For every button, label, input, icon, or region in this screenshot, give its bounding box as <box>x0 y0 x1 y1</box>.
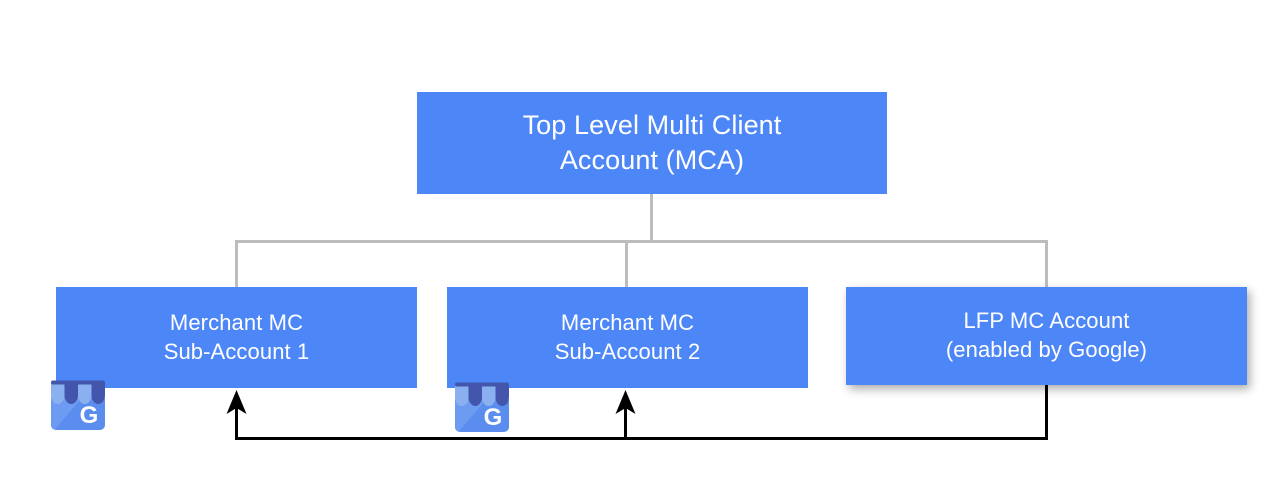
gmb-awning <box>455 382 509 406</box>
node-lfp-mc-account[interactable]: LFP MC Account (enabled by Google) <box>846 287 1247 385</box>
feedback-arrow-group <box>235 385 1048 440</box>
gmb-g-glyph: G <box>80 402 99 429</box>
svg-text:G: G <box>484 404 503 431</box>
node-lfp-mc-account-label: LFP MC Account (enabled by Google) <box>945 308 1148 362</box>
node-merchant-mc-sub-account-1[interactable]: Merchant MC Sub-Account 1 <box>56 287 417 388</box>
gmb-g-glyph: G <box>484 404 503 431</box>
google-my-business-storefront-icon: G <box>455 382 509 432</box>
node-merchant-mc-sub-account-2[interactable]: Merchant MC Sub-Account 2 <box>447 287 808 388</box>
node-top-level-mca[interactable]: Top Level Multi Client Account (MCA) <box>417 92 887 194</box>
arrowhead-to-sub2-icon <box>615 390 636 414</box>
feedback-arrowheads <box>226 390 636 414</box>
arrowhead-to-sub1-icon <box>226 390 247 414</box>
node-merchant-mc-sub-account-2-label: Merchant MC Sub-Account 2 <box>554 309 701 364</box>
node-top-level-mca-label: Top Level Multi Client Account (MCA) <box>522 109 782 175</box>
gmb-awning <box>51 380 105 404</box>
google-my-business-storefront-icon: G <box>51 380 105 430</box>
svg-text:G: G <box>80 402 99 429</box>
tree-connector-group <box>235 194 1048 288</box>
node-merchant-mc-sub-account-1-label: Merchant MC Sub-Account 1 <box>163 309 310 364</box>
